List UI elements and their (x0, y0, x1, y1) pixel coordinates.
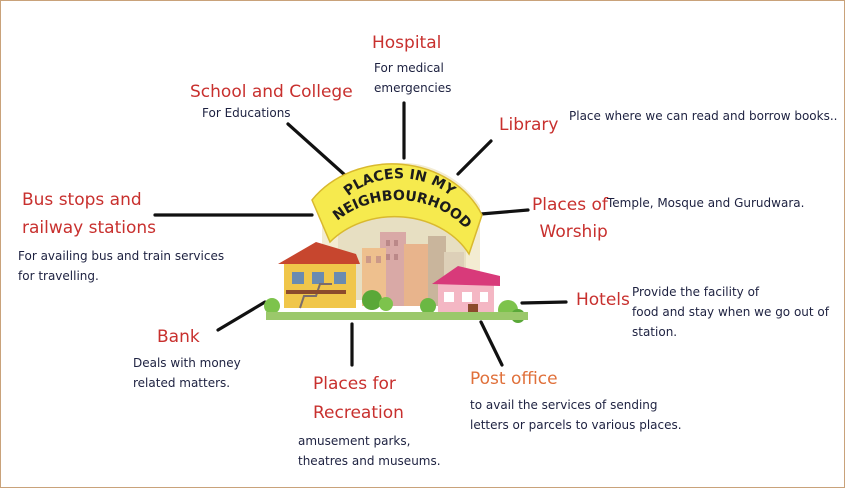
node-library-label: Library (499, 115, 559, 135)
node-hotels-label: Hotels (576, 290, 630, 310)
node-hospital-description: For medical emergencies (374, 61, 452, 95)
node-recreation-description: amusement parks, theatres and museums. (298, 434, 441, 468)
node-bank-description: Deals with money related matters. (133, 356, 241, 390)
node-bank-label: Bank (157, 327, 200, 347)
connector-worship (479, 208, 530, 216)
node-school-description: For Educations (202, 106, 291, 120)
connector-post-office (479, 320, 504, 367)
left-house (278, 242, 360, 309)
node-library-description: Place where we can read and borrow books… (569, 109, 838, 123)
node-bus-description: For availing bus and train services for … (18, 249, 225, 283)
node-bus-label: Bus stops and railway stations (22, 190, 156, 238)
connector-library (456, 139, 493, 176)
title-banner (311, 163, 483, 256)
connector-bank (216, 300, 267, 332)
node-worship-label: Places of Worship (532, 195, 608, 242)
node-worship-description: Temple, Mosque and Gurudwara. (607, 196, 805, 210)
node-post-office-description: to avail the services of sending letters… (470, 398, 682, 432)
node-post-office-label: Post office (470, 369, 558, 389)
connector-hotels (520, 300, 568, 305)
node-hospital-label: Hospital (372, 33, 442, 53)
node-school-label: School and College (190, 82, 353, 102)
node-hotels-description: Provide the facility of food and stay wh… (632, 285, 829, 339)
connector-school (286, 122, 348, 178)
node-recreation-label: Places for Recreation (313, 374, 404, 423)
